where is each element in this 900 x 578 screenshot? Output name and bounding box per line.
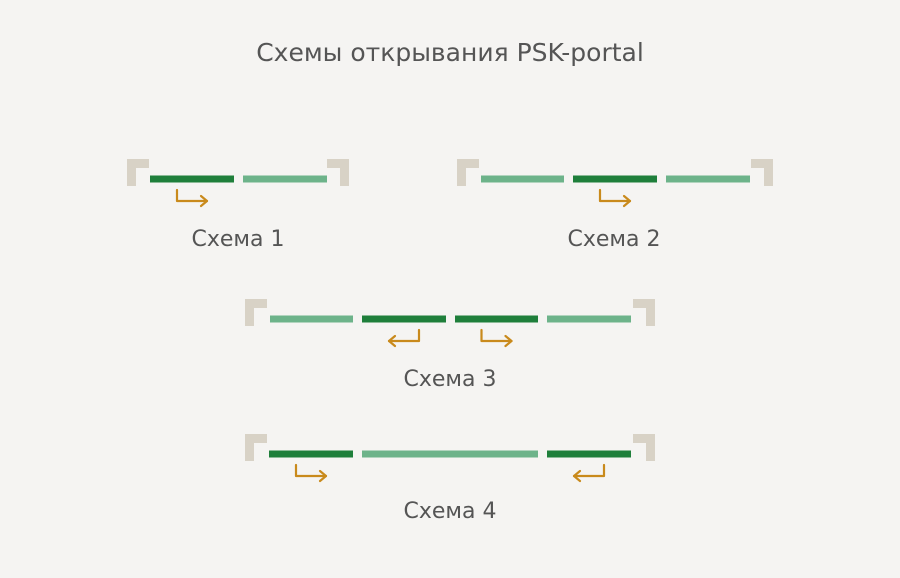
scheme-2-frame-left: [457, 159, 479, 186]
scheme-4: Схема 4: [245, 434, 655, 524]
scheme-2-arrow-head: [622, 194, 632, 208]
diagram-title: Схемы открывания PSK-portal: [256, 38, 644, 67]
scheme-4-arrow-head: [318, 469, 328, 483]
scheme-2-arrow-shaft: [598, 188, 632, 203]
scheme-4-arrow-right-1: [294, 463, 328, 483]
scheme-3-arrow-right-2: [480, 328, 513, 348]
scheme-3-arrow-head: [504, 334, 513, 348]
scheme-4-arrow-left-2: [572, 463, 606, 483]
scheme-2-sash-active-2: [573, 175, 657, 183]
scheme-2-label: Схема 2: [568, 227, 661, 252]
scheme-4-label: Схема 4: [404, 499, 497, 524]
scheme-2-sash-fixed-1: [481, 175, 564, 183]
scheme-2-frame-right: [751, 159, 773, 186]
scheme-2-sash-fixed-3: [666, 175, 750, 183]
scheme-4-arrow-shaft: [294, 463, 328, 478]
scheme-4-sash-active-1: [269, 450, 353, 458]
scheme-1-arrow-shaft: [175, 188, 209, 203]
scheme-1-frame-right: [327, 159, 349, 186]
scheme-3-sash-fixed-4: [547, 315, 631, 323]
scheme-3-sash-fixed-1: [270, 315, 353, 323]
scheme-3-frame-left: [245, 299, 267, 326]
scheme-4-arrow-shaft: [572, 463, 606, 478]
scheme-4-arrow-head: [572, 469, 582, 483]
scheme-1-sash-active-1: [150, 175, 234, 183]
scheme-3: Схема 3: [245, 299, 655, 392]
scheme-1-arrow-head: [199, 194, 209, 208]
scheme-3-label: Схема 3: [404, 367, 497, 392]
scheme-1-sash-fixed-2: [243, 175, 327, 183]
scheme-1-frame-left: [127, 159, 149, 186]
scheme-1: Схема 1: [127, 159, 349, 252]
scheme-3-arrow-left-1: [387, 328, 421, 348]
scheme-3-arrow-shaft: [387, 328, 421, 343]
scheme-2-arrow-right-1: [598, 188, 632, 208]
scheme-1-label: Схема 1: [192, 227, 285, 252]
scheme-2: Схема 2: [457, 159, 773, 252]
scheme-3-sash-active-2: [362, 315, 446, 323]
scheme-4-sash-active-3: [547, 450, 631, 458]
scheme-3-frame-right: [633, 299, 655, 326]
scheme-4-sash-fixed-2: [362, 450, 538, 458]
scheme-4-frame-left: [245, 434, 267, 461]
scheme-3-arrow-head: [387, 334, 397, 348]
scheme-1-arrow-right-1: [175, 188, 209, 208]
scheme-4-frame-right: [633, 434, 655, 461]
scheme-3-sash-active-3: [455, 315, 538, 323]
scheme-3-arrow-shaft: [480, 328, 513, 343]
